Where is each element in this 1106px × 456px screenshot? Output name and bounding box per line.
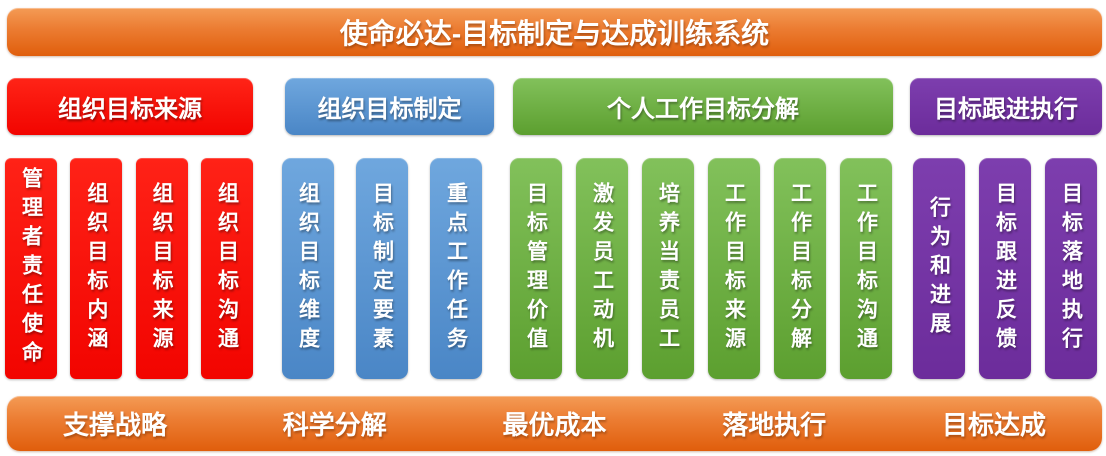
section-header-personal-goal-breakdown: 个人工作目标分解 <box>513 78 893 135</box>
section-header-label: 组织目标制定 <box>317 96 462 123</box>
footer-banner: 支撑战略 科学分解 最优成本 落地执行 目标达成 <box>7 396 1102 451</box>
column-label: 组织目标维度 <box>296 181 320 356</box>
footer-label-grounded-execution: 落地执行 <box>722 410 827 440</box>
column-label: 目标跟进反馈 <box>993 181 1017 356</box>
column-pill: 激发员工动机 <box>576 158 628 379</box>
footer-label-scientific-breakdown: 科学分解 <box>282 410 387 440</box>
footer-label-support-strategy: 支撑战略 <box>63 410 168 440</box>
column-label: 组织目标沟通 <box>215 181 239 356</box>
column-label: 工作目标来源 <box>722 181 746 356</box>
column-pill: 组织目标维度 <box>282 158 334 379</box>
column-label: 重点工作任务 <box>444 181 468 356</box>
footer-label-optimal-cost: 最优成本 <box>502 410 607 440</box>
column-pill: 工作目标沟通 <box>840 158 892 379</box>
column-label: 工作目标分解 <box>788 181 812 356</box>
column-label: 管理者责任使命 <box>19 167 43 370</box>
column-group-org-goal-source: 管理者责任使命 组织目标内涵 组织目标来源 组织目标沟通 <box>5 158 253 379</box>
footer-label-goal-achievement: 目标达成 <box>941 410 1046 440</box>
column-group-goal-followup: 行为和进展 目标跟进反馈 目标落地执行 <box>913 158 1097 379</box>
column-pill: 组织目标内涵 <box>70 158 123 379</box>
column-label: 目标管理价值 <box>524 181 548 356</box>
column-label: 工作目标沟通 <box>854 181 878 356</box>
title-banner: 使命必达-目标制定与达成训练系统 <box>7 8 1102 56</box>
page-title: 使命必达-目标制定与达成训练系统 <box>339 18 770 49</box>
column-pill: 组织目标来源 <box>135 158 188 379</box>
column-pill: 工作目标来源 <box>708 158 760 379</box>
section-header-org-goal-setting: 组织目标制定 <box>285 78 494 135</box>
column-pill: 组织目标沟通 <box>200 158 253 379</box>
column-label: 目标落地执行 <box>1059 181 1083 356</box>
column-pill: 行为和进展 <box>913 158 965 379</box>
column-group-org-goal-setting: 组织目标维度 目标制定要素 重点工作任务 <box>282 158 482 379</box>
column-pill: 管理者责任使命 <box>5 158 57 379</box>
column-label: 组织目标内涵 <box>84 181 108 356</box>
column-pill: 目标跟进反馈 <box>979 158 1031 379</box>
section-header-label: 目标跟进执行 <box>934 96 1078 123</box>
column-pill: 工作目标分解 <box>774 158 826 379</box>
column-label: 行为和进展 <box>927 196 951 341</box>
column-pill: 目标制定要素 <box>356 158 408 379</box>
section-header-goal-followup: 目标跟进执行 <box>910 78 1102 135</box>
column-label: 组织目标来源 <box>150 181 174 356</box>
column-pill: 目标落地执行 <box>1045 158 1097 379</box>
column-pill: 培养当责员工 <box>642 158 694 379</box>
column-pill: 目标管理价值 <box>510 158 562 379</box>
section-header-label: 组织目标来源 <box>58 96 202 123</box>
column-group-personal-goal-breakdown: 目标管理价值 激发员工动机 培养当责员工 工作目标来源 工作目标分解 工作目标沟… <box>510 158 892 379</box>
column-label: 激发员工动机 <box>590 181 614 356</box>
section-header-org-goal-source: 组织目标来源 <box>7 78 253 135</box>
column-label: 目标制定要素 <box>370 181 394 356</box>
column-pill: 重点工作任务 <box>430 158 482 379</box>
section-header-label: 个人工作目标分解 <box>607 96 799 123</box>
column-label: 培养当责员工 <box>656 181 680 356</box>
